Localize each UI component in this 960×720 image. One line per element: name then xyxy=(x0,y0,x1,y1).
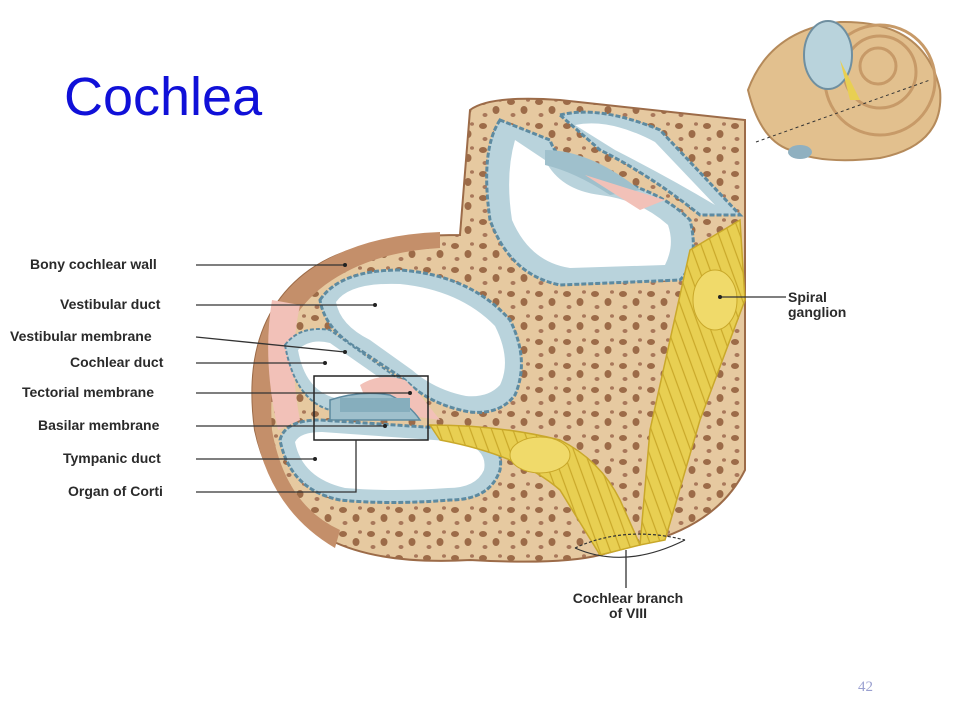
label-cochlear-duct: Cochlear duct xyxy=(70,354,164,370)
label-cochlear-branch-line2: of VIII xyxy=(608,604,648,621)
cochlea-inset-thumbnail xyxy=(746,20,942,162)
organ-of-corti-callout-box xyxy=(313,375,429,441)
upper-turn-ducts xyxy=(485,110,744,287)
label-spiral-ganglion: Spiral ganglion xyxy=(788,290,846,319)
label-basilar-membrane: Basilar membrane xyxy=(38,417,160,433)
cochlear-nerve-bundle xyxy=(428,218,746,558)
label-spiral-ganglion-line2: ganglion xyxy=(788,303,847,320)
slide-number: 42 xyxy=(858,679,873,695)
label-vestibular-duct: Vestibular duct xyxy=(60,296,161,312)
label-leader-dots xyxy=(313,263,722,461)
label-tympanic-duct: Tympanic duct xyxy=(63,450,161,466)
label-cochlear-branch-line1: Cochlear branch xyxy=(572,590,684,606)
label-tectorial-membrane: Tectorial membrane xyxy=(22,384,155,400)
label-bony-cochlear-wall: Bony cochlear wall xyxy=(30,256,157,272)
label-leader-lines xyxy=(195,264,786,588)
label-organ-of-corti: Organ of Corti xyxy=(68,483,163,499)
label-vestibular-membrane: Vestibular membrane xyxy=(10,328,152,344)
label-cochlear-branch-viii: Cochlear branch of VIII xyxy=(556,591,700,620)
label-spiral-ganglion-line1: Spiral xyxy=(788,289,827,305)
slide-title: Cochlea xyxy=(64,67,263,127)
